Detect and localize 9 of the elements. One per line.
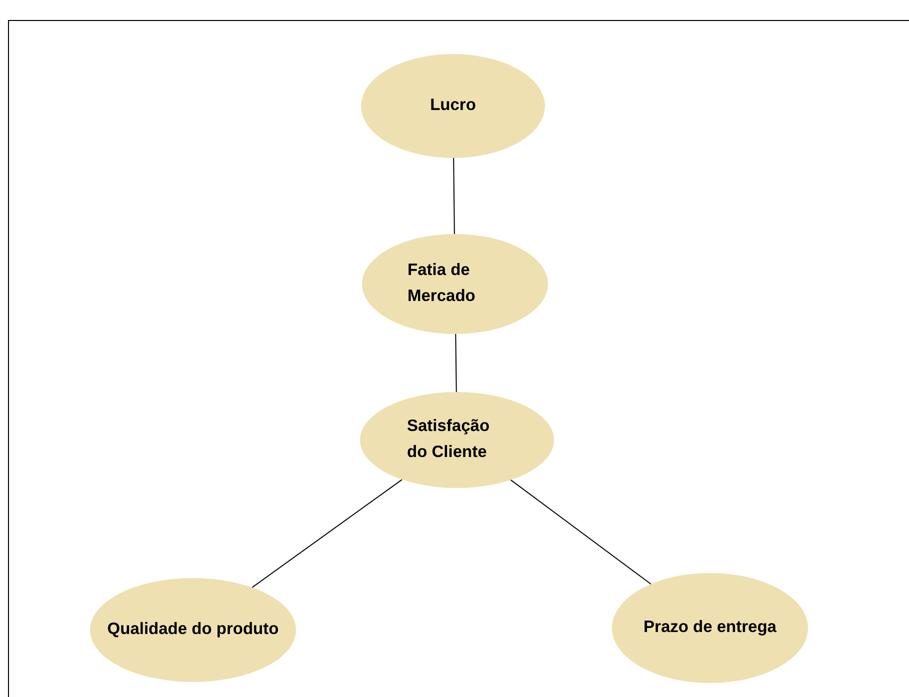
node-label: Lucro xyxy=(429,95,477,116)
connector-line xyxy=(510,479,652,585)
node-label: Prazo de entrega xyxy=(642,617,778,638)
connector-line xyxy=(455,334,457,392)
node-label: Fatia de Mercado xyxy=(408,260,476,307)
connector-line xyxy=(453,158,455,234)
connector-line xyxy=(252,479,403,588)
node-label: Satisfação do Cliente xyxy=(407,416,491,463)
node-label: Qualidade do produto xyxy=(106,619,280,640)
